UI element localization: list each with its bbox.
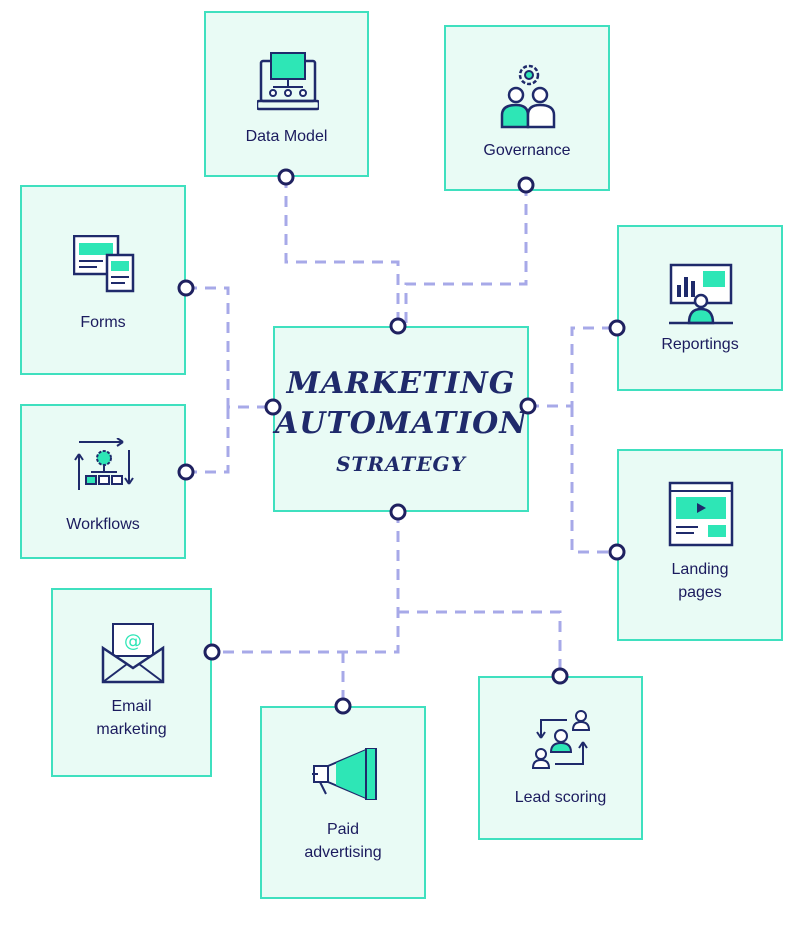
reportings-box[interactable]: Reportings bbox=[617, 225, 783, 391]
email-envelope-icon: @ bbox=[101, 623, 165, 684]
email-marketing-label-1: Email bbox=[111, 698, 152, 715]
email-marketing-box[interactable]: @ Email marketing bbox=[51, 588, 212, 777]
forms-box[interactable]: Forms bbox=[20, 185, 186, 375]
connector-data-model bbox=[284, 177, 400, 326]
lead-scoring-label: Lead scoring bbox=[514, 789, 607, 806]
workflows-box[interactable]: Workflows bbox=[20, 404, 186, 559]
svg-text:@: @ bbox=[124, 631, 142, 652]
center-subtitle: strategy bbox=[336, 452, 466, 476]
paid-advertising-label-2: advertising bbox=[304, 844, 382, 861]
connector-lead bbox=[398, 610, 562, 676]
governance-icon bbox=[500, 64, 556, 129]
landing-pages-label-2: pages bbox=[678, 584, 722, 601]
forms-label: Forms bbox=[80, 314, 126, 331]
connector-lower bbox=[212, 512, 400, 654]
connector-landing bbox=[570, 406, 617, 554]
landing-pages-label-1: Landing bbox=[671, 561, 729, 578]
paid-advertising-box[interactable]: Paid advertising bbox=[260, 706, 426, 899]
landing-page-icon bbox=[668, 481, 734, 547]
lead-scoring-box[interactable]: Lead scoring bbox=[478, 676, 643, 840]
workflows-icon bbox=[74, 438, 134, 490]
connector-reportings bbox=[528, 326, 617, 408]
reportings-icon bbox=[669, 263, 733, 325]
paid-advertising-label-1: Paid bbox=[326, 821, 360, 838]
connector-governance bbox=[404, 185, 528, 326]
data-model-box[interactable]: Data Model bbox=[204, 11, 369, 177]
governance-label: Governance bbox=[483, 142, 571, 159]
forms-icon bbox=[73, 235, 135, 293]
data-model-icon bbox=[257, 52, 319, 111]
connector-forms bbox=[186, 286, 273, 409]
megaphone-icon bbox=[312, 748, 377, 800]
landing-pages-box[interactable]: Landing pages bbox=[617, 449, 783, 641]
center-title-line1: Marketing bbox=[286, 366, 516, 401]
connector-workflows bbox=[186, 407, 230, 474]
center-strategy-box[interactable]: Marketing Automation strategy bbox=[273, 326, 529, 512]
workflows-label: Workflows bbox=[66, 516, 140, 533]
governance-box[interactable]: Governance bbox=[444, 25, 610, 191]
data-model-label: Data Model bbox=[245, 128, 328, 145]
lead-scoring-icon bbox=[531, 710, 591, 769]
reportings-label: Reportings bbox=[661, 336, 739, 353]
email-marketing-label-2: marketing bbox=[96, 721, 167, 738]
center-title-line2: Automation bbox=[275, 406, 528, 441]
